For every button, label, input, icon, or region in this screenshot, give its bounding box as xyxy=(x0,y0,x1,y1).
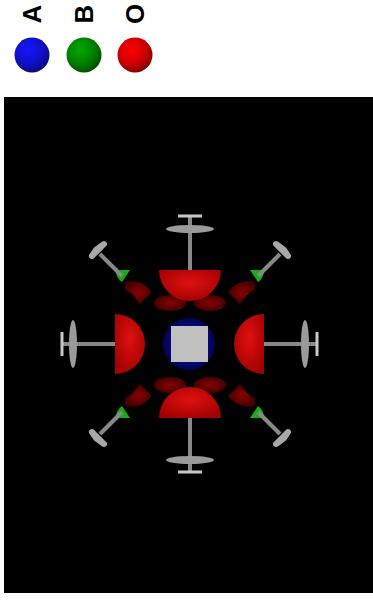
center-cube xyxy=(171,326,208,362)
legend-label: B xyxy=(71,5,97,24)
legend-label: A xyxy=(19,5,45,24)
axis-rod xyxy=(62,216,317,472)
legend: ABO xyxy=(0,0,373,90)
oxygen-half xyxy=(115,270,264,418)
diagonal-rod xyxy=(92,244,288,444)
legend-swatch xyxy=(118,38,153,73)
a-atom xyxy=(163,318,215,370)
legend-label: O xyxy=(122,4,148,24)
b-atom-quarter xyxy=(116,270,264,418)
render-background xyxy=(4,97,373,593)
legend-swatches xyxy=(0,0,373,90)
legend-swatch xyxy=(67,38,102,73)
legend-swatch xyxy=(15,38,50,73)
